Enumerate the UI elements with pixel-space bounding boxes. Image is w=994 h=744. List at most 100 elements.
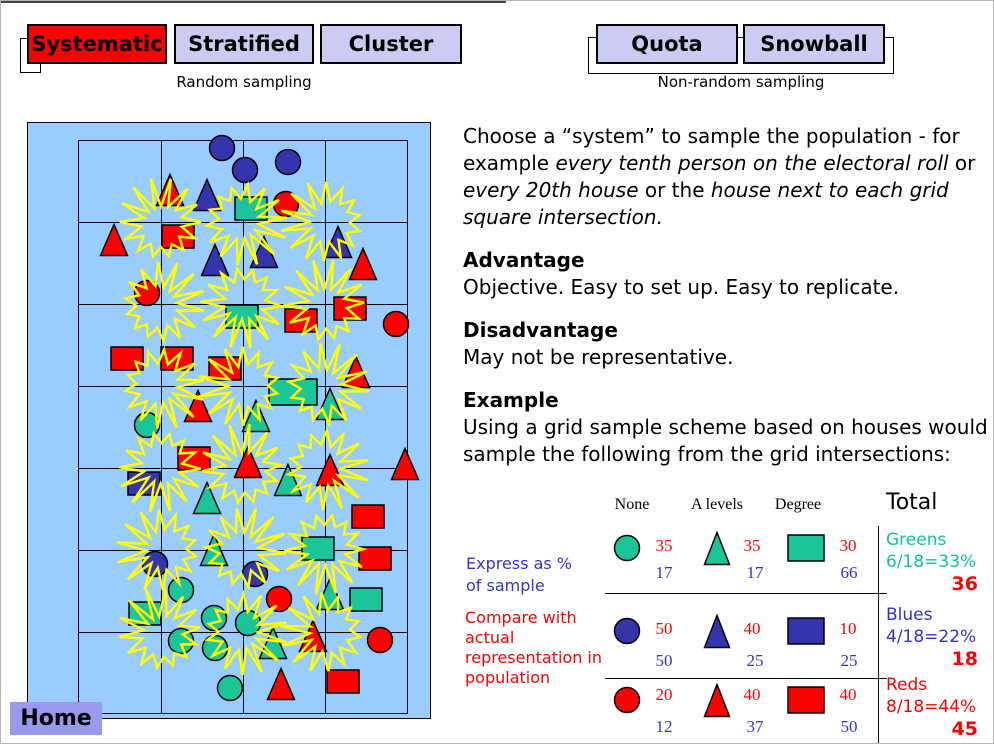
disadvantage-body: May not be representative. (463, 345, 734, 369)
sample-pct-value: 25 (840, 651, 858, 670)
grid-shape-green-circle (167, 576, 195, 604)
sample-fraction: 6/18=33% (886, 552, 977, 572)
grid-shape-red-square (358, 545, 392, 571)
grid-shape-blue-circle (241, 560, 269, 588)
intro-text-segment: Choose a “system” to sample the populati… (463, 124, 960, 175)
grid-shape-blue-circle (274, 148, 302, 176)
random-sampling-caption: Random sampling (176, 73, 312, 91)
grid-shape-red-square (326, 668, 360, 694)
grid-shape-green-square (301, 535, 335, 561)
intro-text-segment: or the (638, 178, 711, 202)
grid-shape-red-triangle (266, 666, 296, 701)
grid-shape-green-square (234, 195, 268, 221)
tab-snowball[interactable]: Snowball (743, 24, 885, 64)
grid-shape-red-triangle (315, 452, 345, 487)
grid-shape-red-square (161, 223, 195, 249)
grid-shape-red-square (351, 503, 385, 529)
advantage-body: Objective. Easy to set up. Easy to repli… (463, 275, 900, 299)
intro-text-segment: house next to each grid square intersect… (463, 178, 949, 229)
grid-shape-green-triangle (192, 480, 222, 515)
population-pct-value: 40 (743, 685, 761, 704)
grid-shape-green-square (128, 600, 162, 626)
population-pct-value: 40 (839, 685, 857, 704)
grid-shape-red-triangle (155, 172, 185, 207)
col-header-alevels: A levels (691, 496, 743, 513)
population-pct-value: 20 (655, 685, 673, 704)
grid-shape-red-triangle (183, 388, 213, 423)
table-shape-red-square (787, 686, 825, 718)
grid-shape-blue-circle (231, 156, 259, 184)
grid-shape-blue-triangle (249, 234, 279, 269)
table-shape-blue-circle (613, 617, 641, 649)
express-as-percent-label: Express as % of sample (466, 554, 572, 595)
grid-shape-green-triangle (258, 625, 288, 660)
grid-shape-red-circle (272, 190, 300, 218)
population-grid (27, 122, 431, 719)
grid-shape-green-circle (200, 604, 228, 632)
grid-shape-blue-triangle (200, 242, 230, 277)
population-pct-value: 50 (655, 619, 673, 638)
grid-shape-blue-circle (208, 134, 236, 162)
grid-shape-green-triangle (315, 576, 345, 611)
table-row-divider-2 (605, 678, 887, 679)
intro-text-segment: every 20th house (463, 178, 639, 202)
grid-shape-blue-circle (141, 550, 169, 578)
grid-shape-red-triangle (233, 444, 263, 479)
nonrandom-sampling-caption: Non-random sampling (657, 73, 825, 91)
grid-shape-red-square (160, 345, 194, 371)
advantage-heading: Advantage (463, 248, 585, 272)
population-total: 18 (951, 648, 978, 670)
population-pct-value: 10 (839, 619, 857, 638)
grid-shape-green-triangle (315, 386, 345, 421)
intro-text-segment: every tenth person on the electoral roll (555, 151, 949, 175)
example-body: Using a grid sample scheme based on hous… (463, 415, 988, 466)
table-shape-green-circle (613, 534, 641, 566)
grid-shape-red-square (110, 345, 144, 371)
intro-paragraph: Choose a “system” to sample the populati… (463, 123, 993, 231)
table-shape-green-triangle (703, 529, 731, 570)
col-header-none: None (614, 496, 650, 513)
explanation-column: Choose a “system” to sample the populati… (463, 123, 993, 468)
grid-shape-red-square (284, 307, 318, 333)
intro-text-segment: or (948, 151, 976, 175)
grid-shape-red-triangle (298, 618, 328, 653)
grid-shape-red-square (177, 445, 211, 471)
tab-cluster[interactable]: Cluster (320, 24, 462, 64)
tab-stratified[interactable]: Stratified (174, 24, 314, 64)
grid-shape-red-triangle (99, 222, 129, 257)
col-header-total: Total (886, 490, 938, 515)
tab-quota[interactable]: Quota (596, 24, 738, 64)
sample-pct-value: 12 (655, 717, 673, 736)
grid-shape-green-square (225, 303, 259, 329)
grid-shape-green-rect (268, 378, 318, 406)
grid-shape-green-circle (133, 411, 161, 439)
table-shape-green-square (787, 534, 825, 566)
grid-shape-red-circle (133, 279, 161, 307)
home-button[interactable]: Home (10, 702, 102, 735)
sample-pct-value: 50 (655, 651, 673, 670)
sample-table: None A levels Degree Total Express as % … (456, 487, 993, 743)
group-name: Reds (886, 675, 928, 695)
group-name: Blues (886, 605, 933, 625)
table-shape-red-circle (613, 686, 641, 718)
sample-pct-value: 25 (746, 651, 764, 670)
table-row-divider-1 (605, 593, 887, 594)
compare-population-label: Compare with actual representation in po… (465, 608, 603, 687)
table-vertical-divider (878, 526, 879, 743)
example-heading: Example (463, 388, 559, 412)
sample-pct-value: 50 (840, 717, 858, 736)
population-pct-value: 40 (743, 619, 761, 638)
grid-shape-green-square (349, 586, 383, 612)
grid-shape-green-circle (216, 674, 244, 702)
sample-pct-value: 17 (655, 563, 673, 582)
population-pct-value: 30 (839, 536, 857, 555)
population-pct-value: 35 (743, 536, 761, 555)
grid-shape-red-triangle (390, 446, 420, 481)
grid-shape-blue-square (127, 470, 161, 496)
grid-shape-blue-triangle (192, 177, 222, 212)
tab-systematic[interactable]: Systematic (27, 24, 167, 64)
table-shape-red-triangle (703, 681, 731, 722)
